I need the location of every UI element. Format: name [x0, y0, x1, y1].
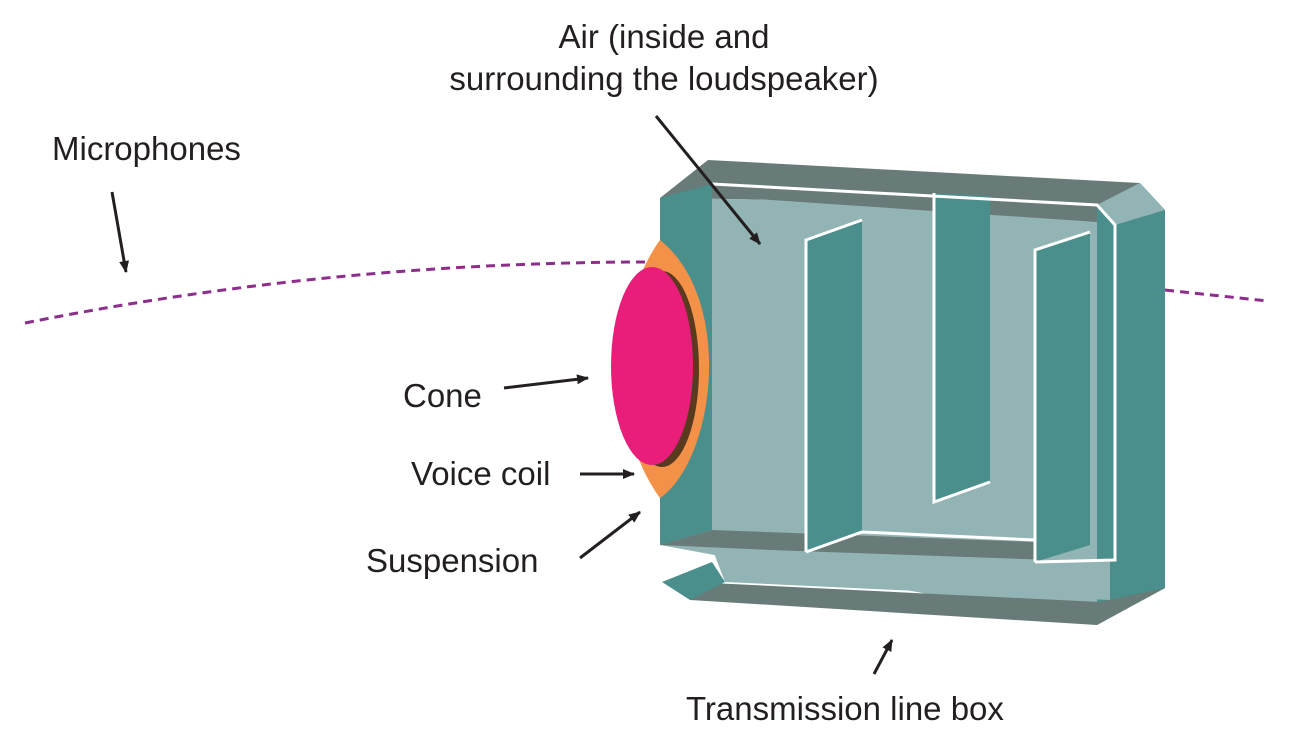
- microphones-label: Microphones: [52, 130, 241, 167]
- voice-coil-label: Voice coil: [411, 455, 550, 492]
- transmission-line-box-arrow: [872, 639, 894, 675]
- box-right-corner-bevel: [1097, 183, 1165, 225]
- box-bottom-slab: [690, 582, 1165, 625]
- box-port-flap: [662, 562, 725, 600]
- cone-arrow: [503, 374, 589, 390]
- microphone-arc-left: [24, 260, 651, 325]
- baffle-left-outline: [804, 218, 863, 552]
- loudspeaker-driver: [611, 240, 710, 498]
- cone-shape: [611, 267, 693, 465]
- cone-label: Cone: [403, 377, 482, 414]
- baffle-left: [806, 220, 862, 552]
- microphone-arc-right: [1164, 288, 1269, 303]
- transmission-line-box: [660, 160, 1165, 625]
- transmission-line-box-label: Transmission line box: [686, 690, 1004, 727]
- box-inner-top-wall: [712, 184, 1097, 222]
- air-label-line2: surrounding the loudspeaker): [449, 60, 878, 97]
- box-floor-outline: [805, 530, 1036, 554]
- air-arrow: [654, 115, 762, 245]
- microphones-arrow: [110, 191, 130, 273]
- box-port-channel: [712, 548, 1110, 600]
- baffle-right: [1035, 232, 1090, 562]
- air-label-line1: Air (inside and: [559, 18, 770, 55]
- baffle-right-outline: [1033, 230, 1091, 562]
- suspension-label: Suspension: [366, 542, 538, 579]
- baffle-middle: [934, 193, 990, 502]
- suspension-arrow: [579, 510, 641, 560]
- box-bottom-floor: [660, 530, 1035, 562]
- baffle-middle-outline: [932, 193, 991, 505]
- box-inner-outline: [711, 182, 1117, 564]
